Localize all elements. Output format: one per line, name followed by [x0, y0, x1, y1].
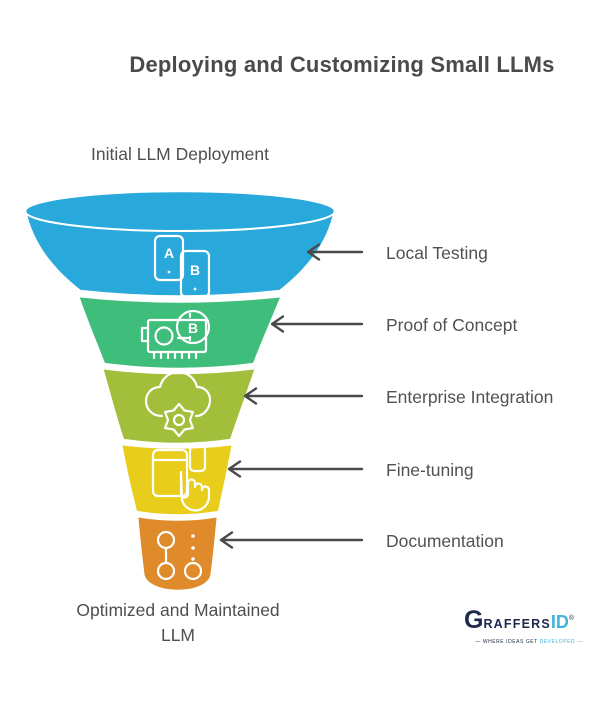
logo-letter-g: G	[464, 606, 484, 634]
arrow-proof-of-concept	[270, 315, 364, 333]
logo-raffers-text: RAFFERS	[483, 617, 551, 631]
stage-label-proof-of-concept: Proof of Concept	[386, 315, 518, 335]
bitcoin-letter: B	[188, 320, 198, 336]
arrow-enterprise-integration	[243, 387, 364, 405]
logo-id-text: ID	[550, 612, 569, 632]
stage-label-enterprise-integration: Enterprise Integration	[386, 387, 554, 407]
funnel-bottom-label-line1: Optimized and Maintained	[76, 600, 280, 620]
stage-label-fine-tuning: Fine-tuning	[386, 460, 474, 480]
ab-testing-phones-icon: A B	[153, 234, 211, 299]
letter-b: B	[190, 262, 200, 278]
arrow-fine-tuning	[227, 460, 364, 478]
graffersid-wordmark: G RAFFERS ID ®	[464, 606, 594, 638]
graffersid-logo: G RAFFERS ID ® — WHERE IDEAS GET DEVELOP…	[464, 606, 594, 646]
arrow-local-testing	[306, 243, 364, 261]
stage-label-documentation: Documentation	[386, 531, 504, 551]
logo-tagline-right: DEVELOPED —	[539, 639, 583, 645]
page-title: Deploying and Customizing Small LLMs	[129, 52, 555, 77]
gpu-bitcoin-icon: B	[140, 309, 211, 360]
funnel-bottom-label-line2: LLM	[160, 625, 196, 645]
hand-tap-devices-icon	[151, 444, 211, 512]
funnel-bottom-label: Optimized and Maintained LLM	[28, 598, 328, 648]
logo-tagline-left: — WHERE IDEAS GET	[475, 639, 538, 645]
cloud-gear-icon	[144, 370, 212, 438]
registered-trademark-icon: ®	[568, 615, 575, 622]
funnel-stage-local-testing	[23, 189, 337, 298]
funnel-stage-proof-of-concept	[76, 294, 284, 371]
funnel-stage-enterprise-integration	[100, 366, 258, 446]
funnel-stage-documentation	[135, 514, 220, 593]
letter-a: A	[164, 245, 174, 261]
stage-label-local-testing: Local Testing	[386, 243, 488, 263]
funnel-stage-fine-tuning	[119, 442, 235, 517]
funnel-top-label: Initial LLM Deployment	[91, 144, 269, 164]
arrow-documentation	[219, 531, 364, 549]
logo-tagline: — WHERE IDEAS GET DEVELOPED —	[464, 639, 594, 645]
funnel-rim-line	[24, 210, 336, 232]
workflow-nodes-icon	[156, 530, 203, 581]
